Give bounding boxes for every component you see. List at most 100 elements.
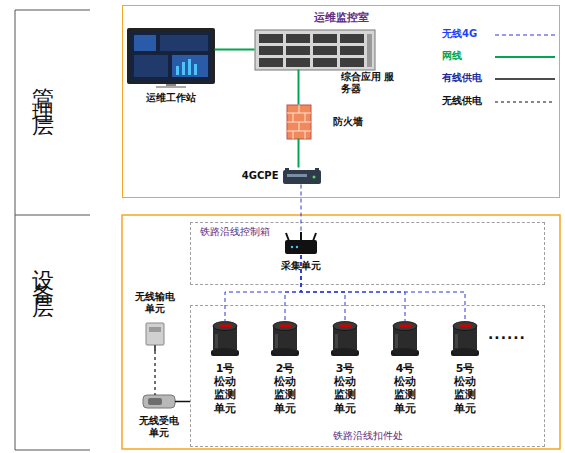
layer-divider bbox=[15, 450, 90, 451]
device-layer-frame bbox=[122, 215, 560, 449]
node-label: 3号 松动 监测 单元 bbox=[330, 362, 360, 415]
ellipsis-mark: ...... bbox=[488, 326, 526, 343]
firewall-node: 防火墙 bbox=[287, 105, 311, 139]
sensor-node: 3号 松动 监测 单元 bbox=[332, 322, 358, 356]
layer-column-line bbox=[15, 10, 16, 450]
monitor-base bbox=[156, 86, 186, 88]
node-label: 运维监控室 bbox=[122, 11, 560, 24]
screen-bar bbox=[182, 62, 185, 75]
cpe-tab bbox=[315, 168, 319, 170]
layer-divider bbox=[15, 10, 90, 11]
router-body bbox=[285, 240, 317, 254]
router-antenna bbox=[300, 232, 302, 241]
node-label: 4号 松动 监测 单元 bbox=[390, 362, 420, 415]
sensor-symbol bbox=[451, 322, 479, 357]
connector-line bbox=[215, 49, 255, 51]
connector-line bbox=[301, 185, 302, 233]
server-symbol bbox=[255, 30, 375, 70]
workstation-symbol bbox=[127, 28, 215, 88]
router-antenna bbox=[286, 233, 289, 241]
legend-swatch bbox=[495, 78, 555, 80]
screen-panel bbox=[172, 55, 208, 77]
connector-line bbox=[301, 255, 465, 322]
router-symbol bbox=[285, 232, 317, 254]
drive-bay bbox=[286, 58, 310, 67]
node-label: 运维工作站 bbox=[121, 92, 221, 104]
connector-line bbox=[301, 255, 405, 322]
router-led bbox=[291, 246, 293, 248]
drive-bay bbox=[313, 58, 337, 67]
transmitter-label bbox=[149, 327, 161, 332]
collector-node: 采集单元 bbox=[285, 232, 317, 255]
receiver-coil bbox=[148, 398, 162, 405]
cpe-led bbox=[313, 176, 316, 179]
receiver-symbol bbox=[143, 395, 175, 408]
screen-bar bbox=[194, 64, 197, 75]
drive-bay bbox=[286, 34, 310, 43]
layer-title: 设备层 bbox=[30, 252, 56, 294]
workstation-node: 运维工作站 bbox=[127, 28, 215, 88]
drive-bay bbox=[340, 34, 364, 43]
drive-bay bbox=[340, 58, 364, 67]
cpe-symbol bbox=[283, 168, 321, 184]
cpe-tab bbox=[285, 168, 289, 170]
node-label: 采集单元 bbox=[273, 260, 329, 272]
brick-line bbox=[305, 131, 306, 139]
receiver-node: 无线受电 单元 bbox=[143, 395, 175, 408]
legend-label: 无线供电 bbox=[442, 95, 482, 107]
node-label: 综合应用 服务器 bbox=[341, 71, 395, 95]
drive-bay bbox=[286, 46, 310, 55]
server-handle bbox=[367, 34, 372, 67]
drive-bay bbox=[313, 34, 337, 43]
screen-bar bbox=[188, 59, 191, 75]
router-led bbox=[296, 246, 298, 248]
firewall-symbol bbox=[287, 105, 311, 139]
transmitter-body bbox=[146, 323, 164, 345]
node-label: 1号 松动 监测 单元 bbox=[210, 362, 240, 415]
drive-bay bbox=[259, 34, 283, 43]
layer-title: 管理层 bbox=[30, 70, 56, 112]
monitor-bezel bbox=[127, 28, 215, 84]
connector-line bbox=[225, 255, 301, 322]
screen-bar bbox=[176, 66, 179, 75]
node-label: 4GCPE bbox=[237, 170, 279, 182]
sensor-node: 2号 松动 监测 单元 bbox=[272, 322, 298, 356]
sensor-symbol bbox=[271, 322, 299, 357]
node-label: 2号 松动 监测 单元 bbox=[270, 362, 300, 415]
node-label: 5号 松动 监测 单元 bbox=[450, 362, 480, 415]
cpe-panel bbox=[287, 174, 307, 177]
screen-panel bbox=[160, 35, 208, 51]
room-frame: 运维监控室运维工作站综合应用 服务器防火墙4GCPE bbox=[122, 5, 560, 198]
node-label: 无线输电 单元 bbox=[130, 291, 180, 315]
transmitter-symbol bbox=[146, 323, 164, 351]
legend-label: 无线4G bbox=[442, 28, 477, 40]
sensor-node: 4号 松动 监测 单元 bbox=[392, 322, 418, 356]
receiver-body bbox=[143, 395, 175, 408]
connector-line bbox=[175, 401, 190, 403]
brick-line bbox=[299, 105, 300, 113]
brick-line bbox=[293, 131, 294, 139]
brick-line bbox=[305, 113, 306, 122]
screen-panel bbox=[134, 55, 168, 77]
drive-bay bbox=[313, 46, 337, 55]
connector-line bbox=[301, 255, 345, 322]
connector-line bbox=[285, 255, 301, 322]
sensor-symbol bbox=[331, 322, 359, 357]
monitor-screen bbox=[130, 31, 212, 81]
cpe-node: 4GCPE bbox=[283, 168, 321, 185]
server-chassis bbox=[255, 30, 375, 70]
connector-line bbox=[298, 70, 300, 105]
layer-divider bbox=[15, 215, 90, 216]
legend-swatch bbox=[495, 56, 555, 58]
cpe-body bbox=[283, 170, 321, 184]
sensor-symbol bbox=[211, 322, 239, 357]
sensor-node: 5号 松动 监测 单元 bbox=[452, 322, 478, 356]
connector-line bbox=[298, 139, 300, 168]
legend-swatch bbox=[495, 101, 555, 102]
brick-line bbox=[299, 122, 300, 131]
drive-bay bbox=[259, 58, 283, 67]
node-label: 铁路沿线扣件处 bbox=[190, 430, 545, 442]
drive-bay bbox=[259, 46, 283, 55]
